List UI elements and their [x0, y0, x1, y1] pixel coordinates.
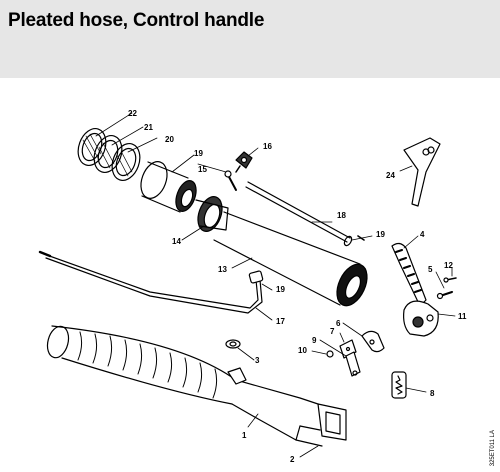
callout-16: 16: [263, 142, 272, 151]
tube-13: [213, 211, 368, 307]
callout-24: 24: [386, 171, 395, 180]
callout-23: 22: [128, 109, 137, 118]
drawing-code: 325ET011 LÄ: [490, 429, 496, 466]
page-header: Pleated hose, Control handle: [0, 0, 500, 78]
callout-8: 8: [430, 389, 435, 398]
callout-13: 13: [218, 265, 227, 274]
callout-2: 2: [290, 455, 295, 464]
callout-18: 18: [337, 211, 346, 220]
callout-12: 12: [444, 261, 453, 270]
pleated-hose-1: [46, 325, 319, 441]
callout-19-lower: 19: [276, 285, 285, 294]
pin-12: [443, 277, 457, 283]
leader-lines: [95, 112, 456, 458]
sleeve-20: [140, 161, 197, 213]
callout-3: 3: [255, 356, 260, 365]
callout-19-upper: 19: [376, 230, 385, 239]
callout-6: 6: [336, 319, 341, 328]
screw-15: [224, 170, 237, 191]
ring-22: [93, 135, 123, 173]
screw-5: [436, 291, 453, 300]
callout-4: 4: [420, 230, 425, 239]
pawl-9: [345, 351, 361, 377]
callout-1: 1: [242, 431, 247, 440]
callout-21: 20: [165, 135, 174, 144]
page-title: Pleated hose, Control handle: [8, 10, 265, 31]
callout-9: 9: [312, 336, 317, 345]
callout-5: 5: [428, 265, 433, 274]
washer-10: [326, 350, 334, 358]
lever-24: [403, 137, 441, 207]
ring-21: [111, 143, 141, 181]
callout-14: 14: [172, 237, 181, 246]
clamp-14: [195, 196, 229, 232]
spring-8: [391, 371, 407, 399]
nut-3: [225, 339, 241, 349]
callout-10: 10: [298, 346, 307, 355]
cable-17: [38, 250, 264, 314]
callout-17: 17: [276, 317, 285, 326]
callout-22: 21: [144, 123, 153, 132]
bracket-2: [295, 403, 347, 447]
housing-11: [403, 300, 439, 337]
callout-20: 19: [194, 149, 203, 158]
callouts: 22 21 20 19 15 16 18 19 14 13 19 17 3 1 …: [128, 109, 467, 464]
control-handle-4: [391, 242, 427, 307]
callout-7: 7: [330, 327, 335, 336]
rod-18: [245, 181, 353, 247]
trigger-6: [361, 330, 385, 353]
callout-11: 11: [458, 312, 467, 321]
callout-15: 15: [198, 165, 207, 174]
